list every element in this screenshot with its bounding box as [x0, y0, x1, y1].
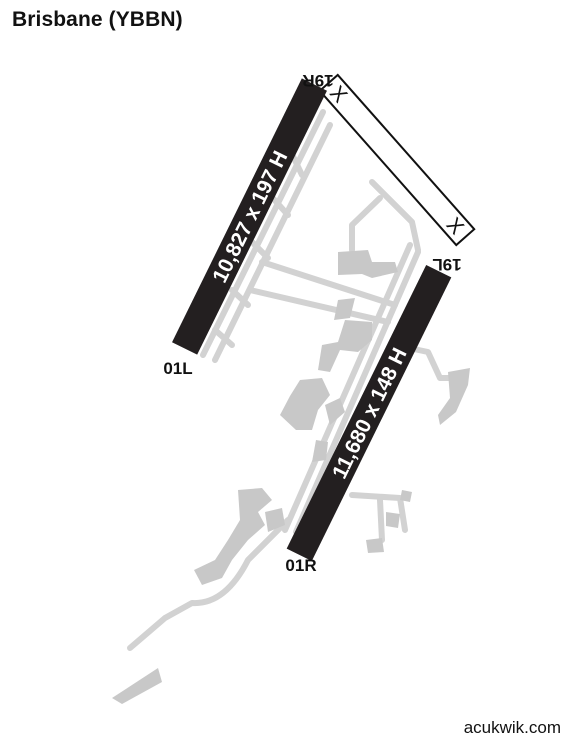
airport-title: Brisbane (YBBN)	[12, 8, 183, 31]
taxiway-parallel-main-2	[293, 249, 421, 535]
terminal-middle	[280, 378, 330, 430]
terminal-pier-1	[312, 440, 328, 462]
source-credit: acukwik.com	[463, 718, 561, 737]
runway-01l-19r: 10,827 x 197 H	[172, 78, 327, 355]
taxiway-cross-north	[259, 259, 398, 308]
closed-runway-outline	[318, 73, 476, 247]
runway-end-19r: 19R	[302, 71, 333, 90]
taxiway-parallel-east	[212, 122, 333, 363]
taxiway-east-ga-2	[349, 492, 408, 533]
runway-end-19l: 19L	[432, 255, 461, 274]
apron-north	[338, 250, 398, 278]
taxiway-parallel-main	[282, 242, 413, 533]
apron-sw-2	[265, 508, 285, 532]
apron-west-strip	[334, 298, 355, 320]
apron-east-4	[400, 490, 412, 502]
runway-01l-19r-surface	[172, 78, 327, 355]
closed-runway: X X	[318, 73, 476, 247]
apron-east-3	[366, 538, 384, 553]
taxiway-parallel-west	[200, 109, 326, 358]
apron-far-sw	[112, 668, 162, 704]
apron-areas	[112, 250, 470, 704]
taxiway-cross-mid	[247, 287, 391, 325]
runway-end-01r: 01R	[285, 556, 316, 575]
taxiway-north-connector	[369, 179, 421, 253]
runway-01r-19l-surface	[286, 265, 452, 561]
runway-end-01l: 01L	[163, 359, 192, 378]
terminal-middle-2	[325, 398, 345, 425]
terminal-upper	[318, 320, 372, 372]
taxiway-east-ga-3	[377, 497, 385, 543]
apron-east-2	[386, 512, 400, 528]
apron-east-1	[438, 368, 470, 425]
apron-southwest	[194, 488, 272, 585]
taxiway-south-curve	[127, 517, 291, 651]
taxiway-hold-west	[212, 147, 305, 348]
taxiway-north-loop	[349, 195, 383, 253]
